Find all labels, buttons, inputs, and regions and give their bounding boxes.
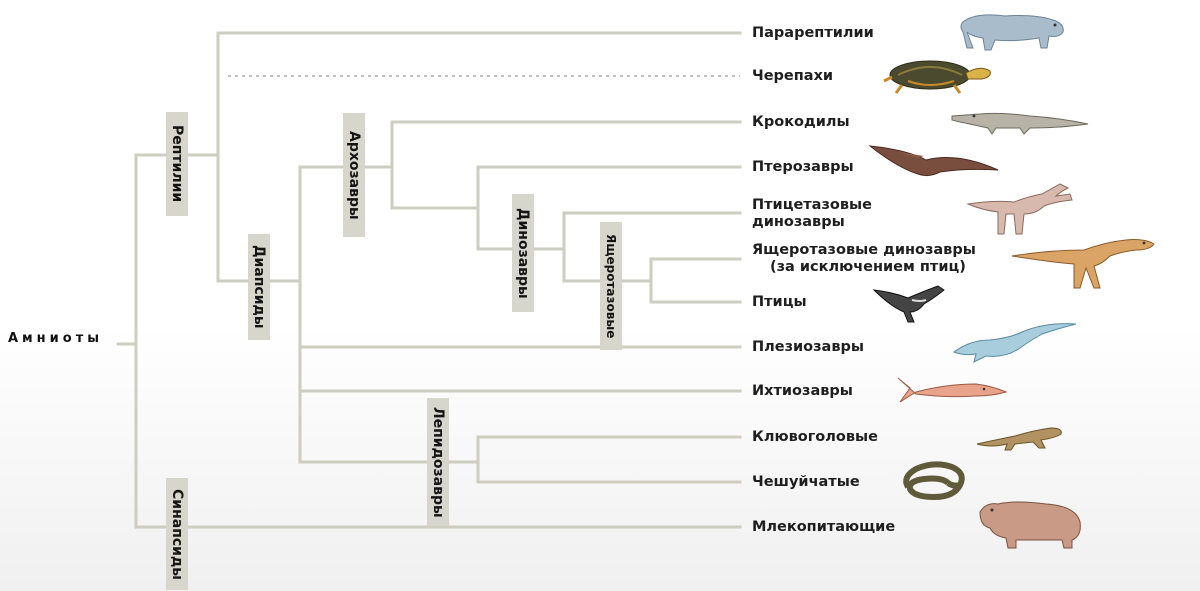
parareptile-illustration [960, 14, 1064, 51]
taxon-label-saurischian-line2: (за исключением птиц) [770, 259, 966, 275]
taxon-label-squamates: Чешуйчатые [752, 474, 860, 490]
ichthyosaur-illustration [897, 377, 1008, 403]
tuatara-illustration [976, 427, 1062, 451]
turtle-illustration [883, 60, 991, 94]
taxon-label-mammals: Млекопитающие [752, 519, 896, 535]
taxon-label-ornithischians-line1: Птицетазовые [752, 197, 872, 213]
saurischian-dinosaur-illustration [1011, 239, 1155, 289]
taxon-label-ornithischians: Птицетазовые динозавры [752, 197, 872, 231]
taxon-label-ichthyosaurs: Ихтиозавры [752, 383, 853, 399]
taxon-label-pterosaurs: Птерозавры [752, 159, 854, 175]
ornithischian-dinosaur-illustration [966, 183, 1073, 235]
taxon-label-rhynchocephalians: Клювоголовые [752, 429, 878, 445]
clade-label-dinosaurs: Динозавры [512, 194, 534, 312]
taxon-label-saurischian-dinosaurs: Ящеротазовые динозавры (за исключением п… [752, 242, 976, 276]
taxon-label-parareptiles: Парарептилии [752, 25, 874, 41]
clade-label-diapsids: Диапсиды [248, 234, 270, 340]
taxon-label-birds: Птицы [752, 294, 807, 310]
clade-label-reptiles: Рептилии [166, 112, 188, 216]
taxon-label-ornithischians-line2: динозавры [752, 214, 845, 230]
plesiosaur-illustration [952, 323, 1077, 363]
taxon-label-saurischian-line1: Ящеротазовые динозавры [752, 242, 976, 258]
clade-label-archosaurs: Архозавры [343, 113, 365, 237]
bird-illustration [872, 285, 945, 323]
crocodile-illustration [951, 112, 1089, 135]
root-label-amniotes: Амниоты [8, 331, 103, 346]
mammal-hippo-illustration [979, 501, 1081, 549]
pterosaur-illustration [868, 145, 999, 177]
taxon-label-plesiosaurs: Плезиозавры [752, 339, 865, 355]
taxon-label-crocodiles: Крокодилы [752, 114, 850, 130]
clade-label-synapsids: Синапсиды [166, 478, 188, 590]
clade-label-saurischians: Ящеротазовые [600, 222, 622, 350]
snake-illustration [903, 461, 965, 501]
taxon-label-turtles: Черепахи [752, 68, 834, 84]
clade-label-lepidosaurs: Лепидозавры [427, 398, 449, 526]
